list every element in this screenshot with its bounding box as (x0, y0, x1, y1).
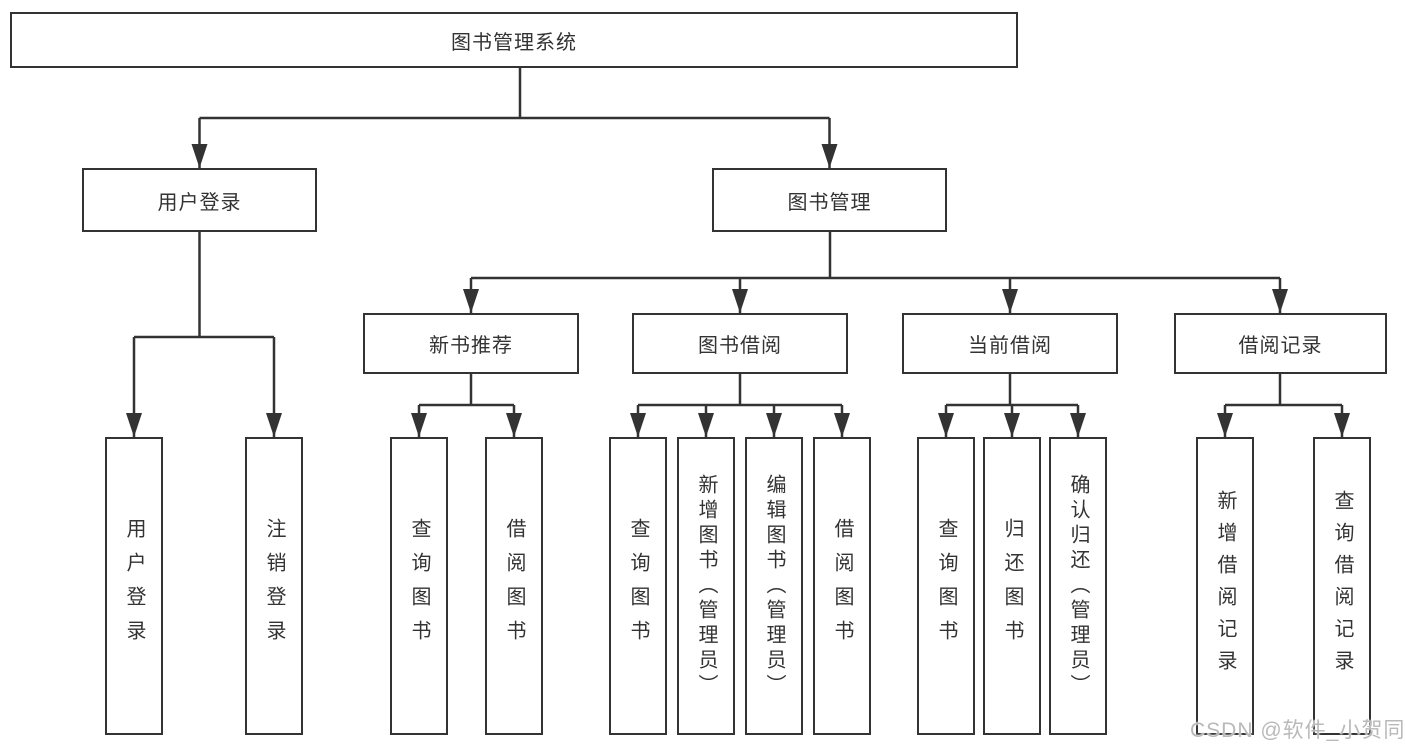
node-label: 查询图书 (627, 518, 649, 654)
node-label: 新书推荐 (429, 335, 513, 357)
leaf-bb-borrow-book: 借阅图书 (813, 437, 871, 735)
node-label: 图书管理 (787, 191, 872, 214)
node-new-book-recommendation: 新书推荐 (363, 313, 579, 374)
node-book-borrowing: 图书借阅 (632, 313, 848, 374)
node-book-management: 图书管理 (712, 168, 947, 232)
node-label: 确认归还（管理员） (1067, 473, 1089, 699)
leaf-bb-query-book: 查询图书 (609, 437, 667, 735)
node-label: 查询图书 (935, 518, 957, 654)
leaf-user-login: 用户登录 (105, 437, 163, 735)
node-label: 查询借阅记录 (1331, 490, 1353, 682)
leaf-bb-edit-book-admin: 编辑图书（管理员） (745, 437, 803, 735)
leaf-nb-borrow-book: 借阅图书 (485, 437, 543, 735)
node-label: 归还图书 (1001, 518, 1023, 654)
node-current-borrowing: 当前借阅 (902, 313, 1118, 374)
node-label: 借阅记录 (1238, 335, 1323, 357)
node-label: 用户登录 (157, 191, 242, 214)
leaf-br-add-record: 新增借阅记录 (1196, 437, 1254, 735)
node-label: 用户登录 (123, 518, 145, 654)
leaf-bb-add-book-admin: 新增图书（管理员） (677, 437, 735, 735)
node-label: 新增借阅记录 (1214, 490, 1236, 682)
node-label: 编辑图书（管理员） (763, 473, 785, 699)
leaf-logout: 注销登录 (245, 437, 303, 735)
node-label: 借阅图书 (503, 518, 525, 654)
leaf-cb-query-book: 查询图书 (917, 437, 975, 735)
node-label: 图书借阅 (698, 335, 782, 357)
node-label: 新增图书（管理员） (695, 473, 717, 699)
node-label: 查询图书 (408, 518, 430, 654)
leaf-nb-query-book: 查询图书 (390, 437, 448, 735)
watermark: CSDN @软件_小贺同学 (1190, 719, 1405, 742)
node-label: 借阅图书 (831, 518, 853, 654)
leaf-cb-return-book: 归还图书 (983, 437, 1041, 735)
node-user-login: 用户登录 (82, 168, 317, 232)
node-library-management-system: 图书管理系统 (10, 12, 1018, 68)
node-label: 注销登录 (263, 518, 285, 654)
node-borrowing-records: 借阅记录 (1174, 313, 1387, 374)
node-label: 图书管理系统 (451, 31, 577, 54)
leaf-cb-confirm-return-admin: 确认归还（管理员） (1049, 437, 1107, 735)
node-label: 当前借阅 (968, 335, 1052, 357)
leaf-br-query-record: 查询借阅记录 (1313, 437, 1371, 735)
